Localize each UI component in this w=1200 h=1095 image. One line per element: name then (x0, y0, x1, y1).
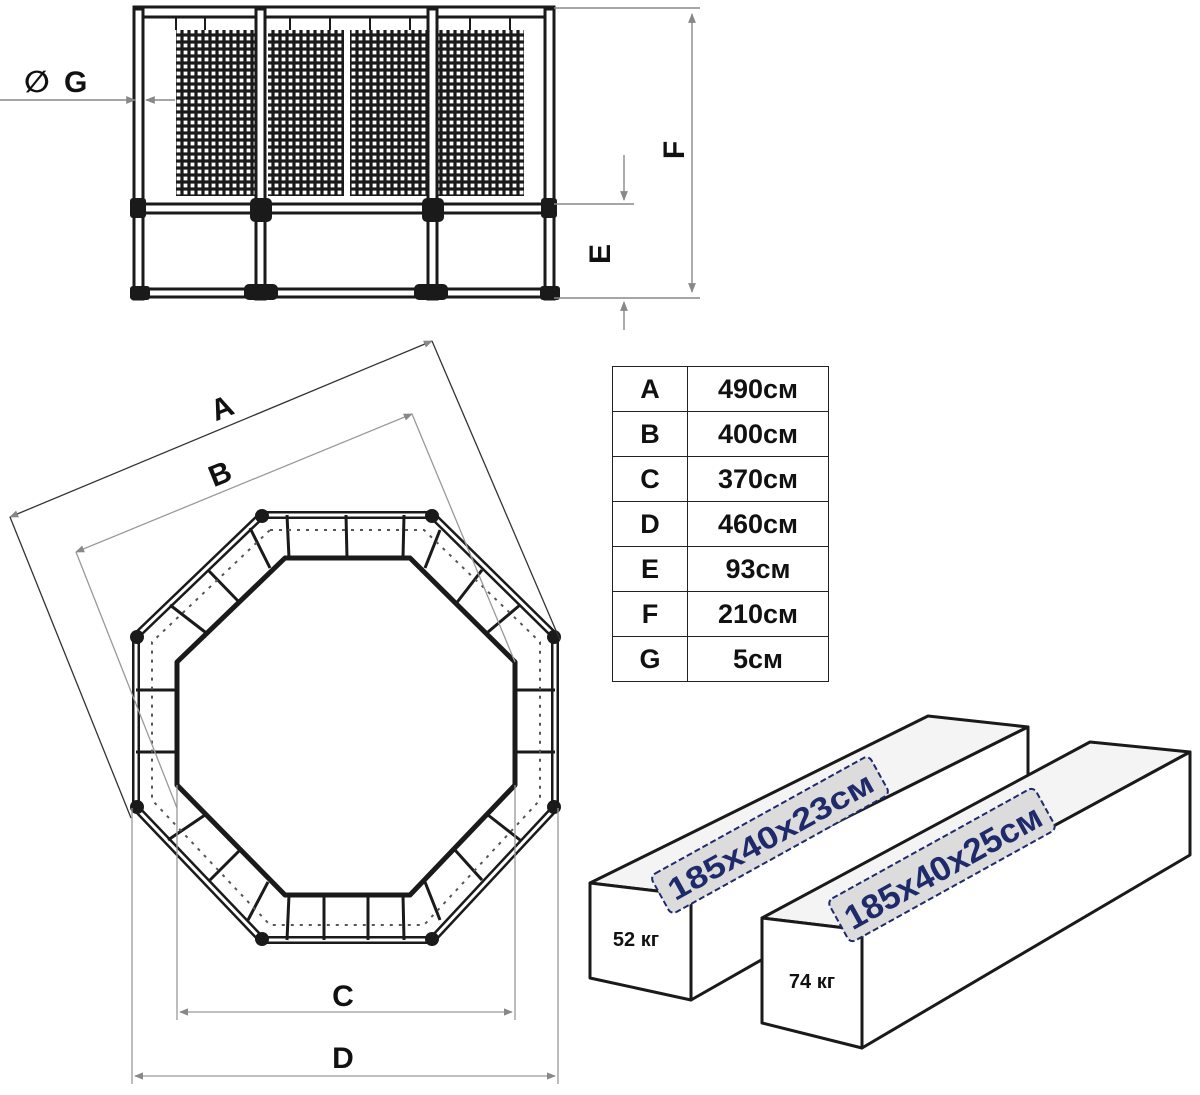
dimension-key: A (612, 366, 688, 412)
front-view: ∅ G F E (0, 5, 700, 330)
dimension-key: F (612, 591, 688, 637)
dimension-value: 370см (687, 456, 829, 502)
dimension-value: 460см (687, 501, 829, 547)
base-rail (132, 287, 556, 299)
dimension-value: 210см (687, 591, 829, 637)
label-e: E (584, 244, 617, 264)
top-view: A B C D (9, 340, 561, 1084)
label-f: F (658, 141, 691, 159)
net-panel (176, 30, 256, 196)
dimension-value: 490см (687, 366, 829, 412)
dimension-key: G (612, 636, 688, 682)
dimension-key: D (612, 501, 688, 547)
dimension-value: 5см (687, 636, 829, 682)
label-c: C (332, 980, 354, 1013)
package-1-weight: 52 кг (613, 929, 659, 951)
dimension-value: 400см (687, 411, 829, 457)
net-panel (350, 30, 428, 196)
label-g: G (64, 66, 87, 99)
pole (132, 7, 145, 301)
dimension-value: 93см (687, 546, 829, 592)
diameter-symbol: ∅ (24, 66, 50, 99)
top-rail (132, 5, 556, 19)
label-d: D (332, 1042, 354, 1075)
net-panel (268, 30, 344, 196)
label-a: A (206, 389, 238, 428)
pole (543, 7, 556, 301)
pole (426, 7, 439, 301)
dimension-key: B (612, 411, 688, 457)
package-box-2: 185x40x25см 74 кг (760, 740, 1192, 1050)
dimension-key: E (612, 546, 688, 592)
package-2-weight: 74 кг (789, 971, 835, 993)
dimension-key: C (612, 456, 688, 502)
frame-rail (132, 202, 556, 215)
pole (254, 7, 267, 301)
jump-mat (174, 555, 518, 898)
net-panel (436, 30, 524, 196)
